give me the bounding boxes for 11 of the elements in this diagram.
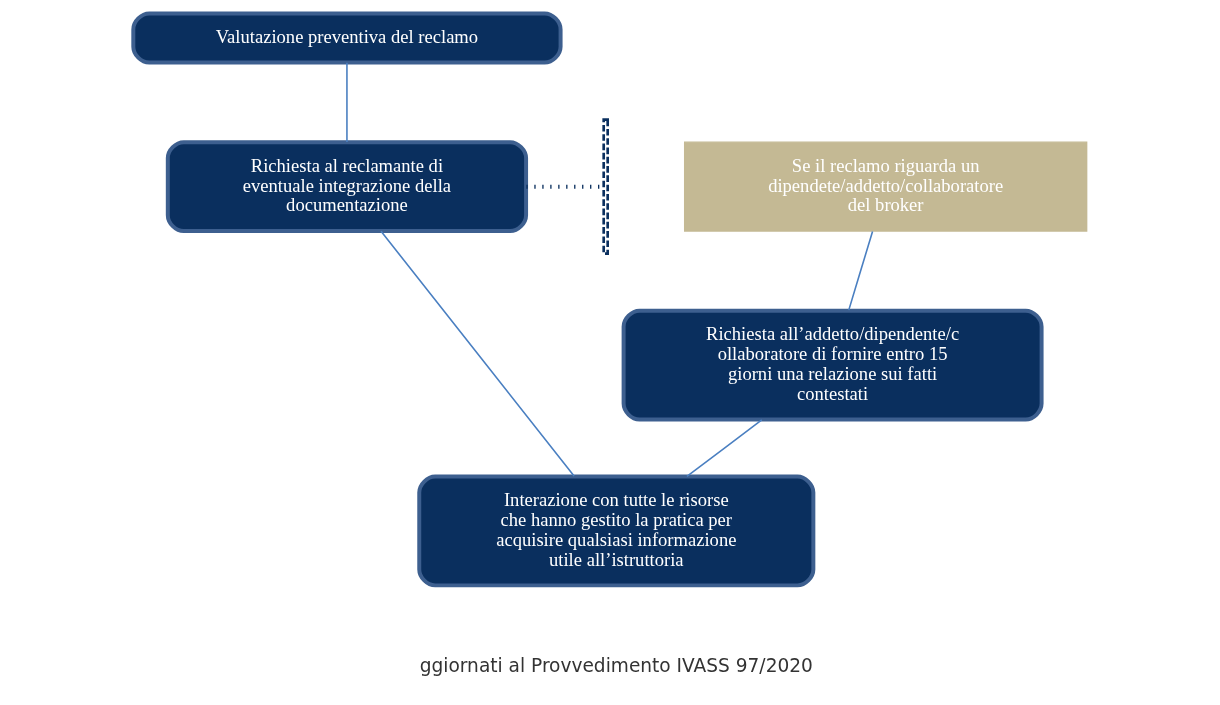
connector	[686, 419, 763, 478]
connector	[346, 62, 348, 143]
node-box: Valutazione preventiva del reclamo	[131, 11, 563, 65]
connector	[848, 230, 874, 311]
node-bar	[602, 118, 609, 255]
label: ggiornati al Provvedimento IVASS 97/2020	[419, 654, 813, 676]
node-box: Richiesta all’addetto/dipendente/collaboratore di fornire entro 15 giorni una relazione sui fatti contestati	[621, 308, 1044, 422]
node-box: Se il reclamo riguarda un dipendete/addetto/collaboratore del broker	[683, 141, 1088, 232]
connector	[380, 230, 575, 477]
node-box: Interazione con tutte le risorse che hanno gestito la pratica per acquisire qualsiasi informazione utile all’istruttoria	[417, 474, 816, 588]
node-box: Richiesta al reclamante di eventuale integrazione della documentazione	[165, 140, 529, 234]
